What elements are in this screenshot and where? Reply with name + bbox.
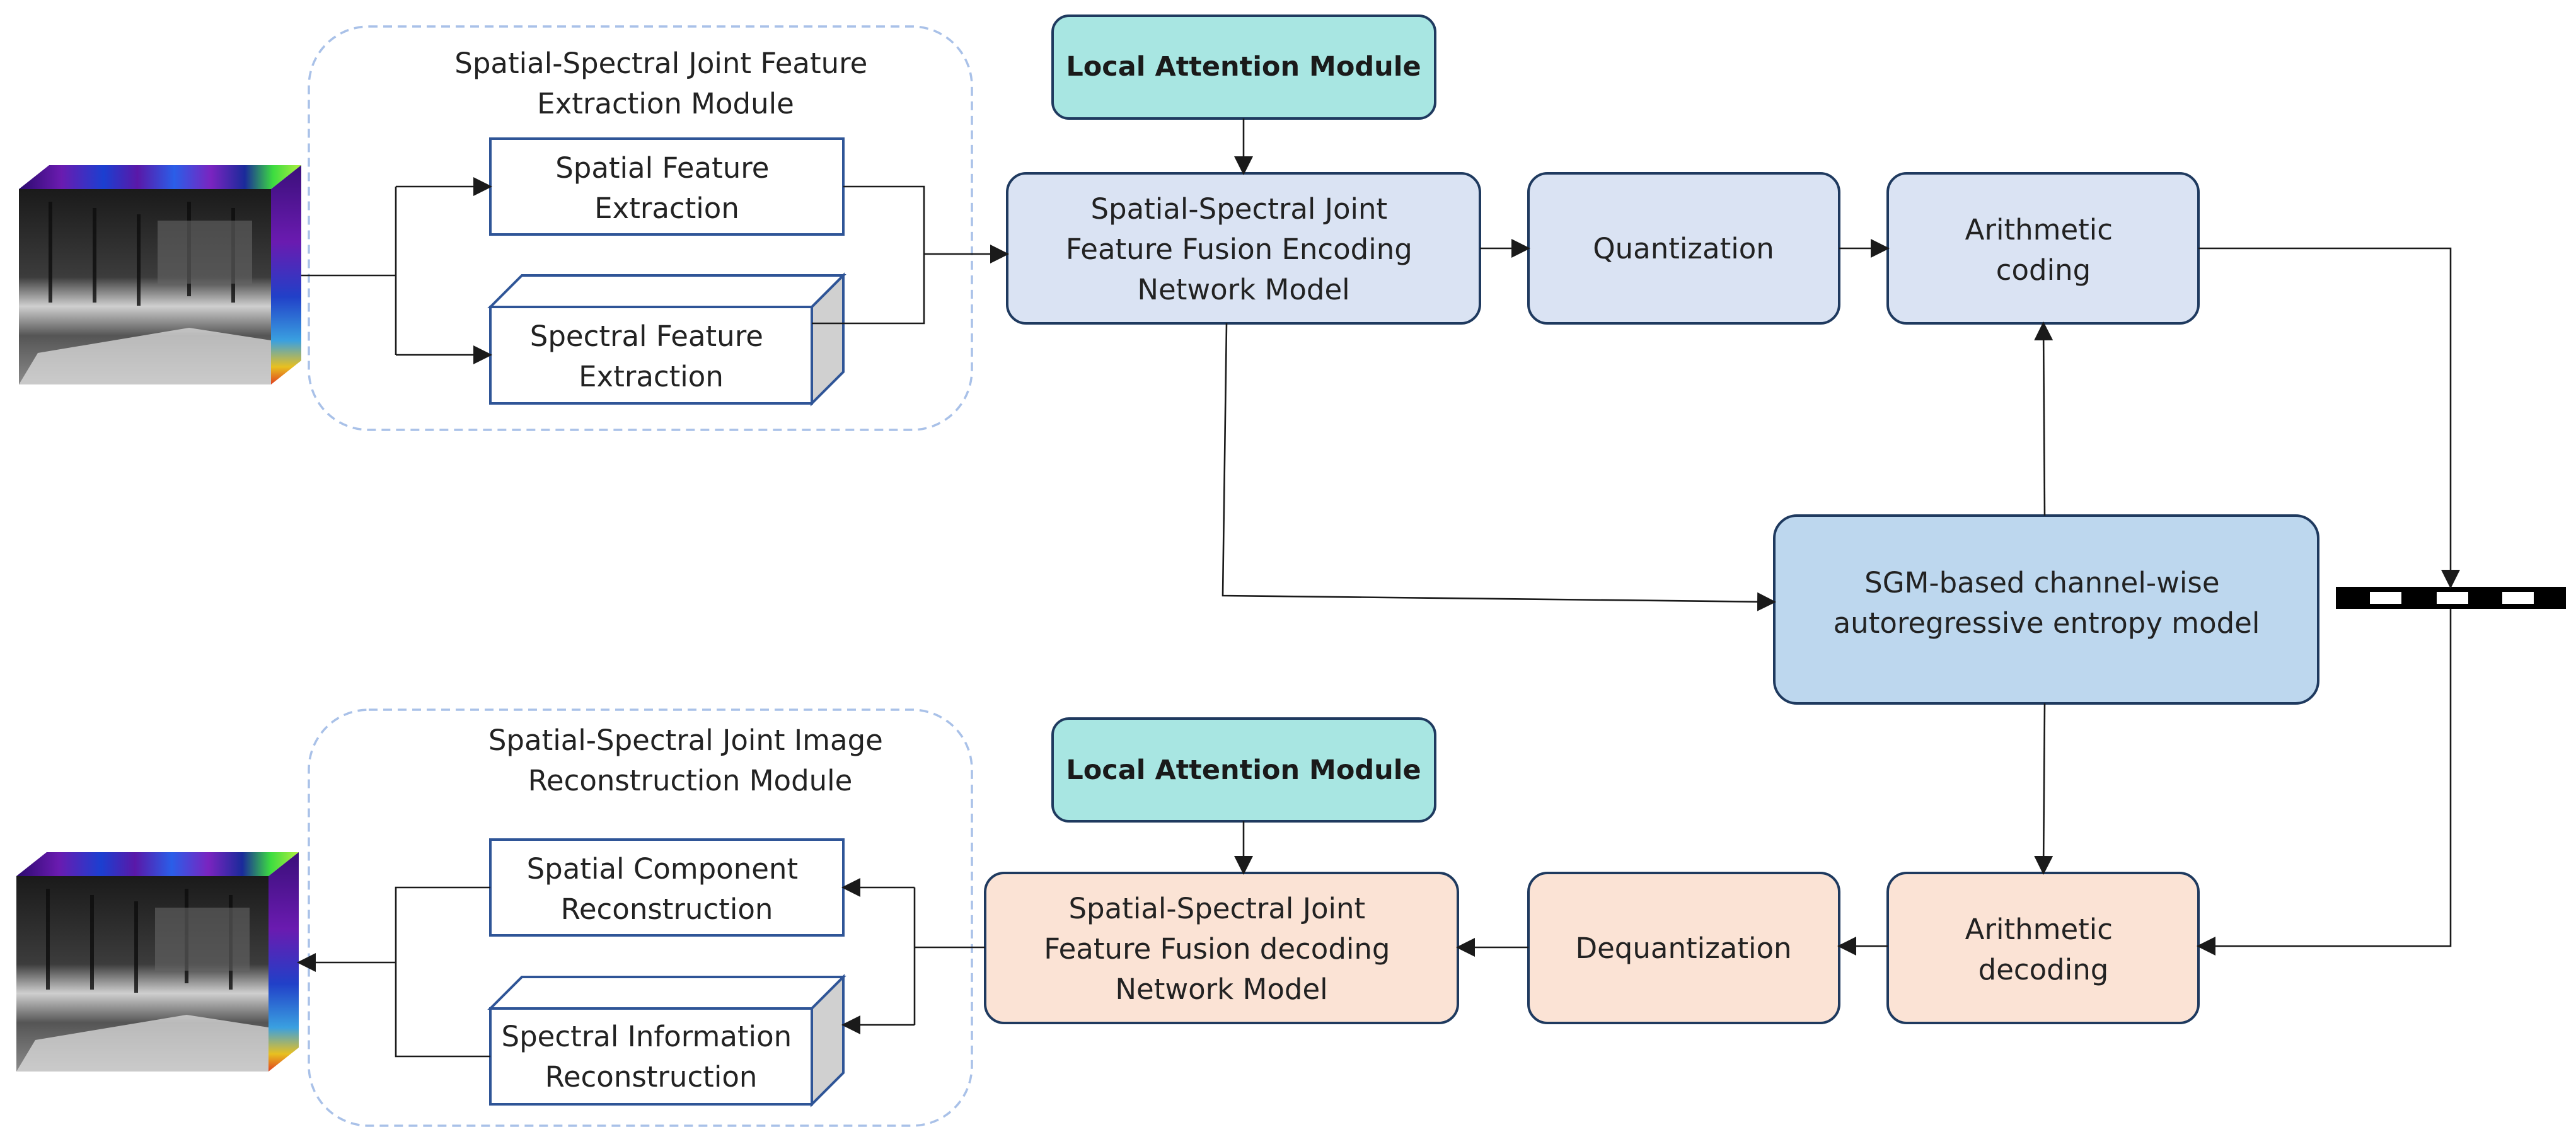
spatial-component-reconstruction-box bbox=[489, 838, 845, 937]
svg-text:Spatial Component Reconstr: Spatial Component Reconstruction bbox=[527, 852, 807, 926]
svg-text:Quantization: Quantization bbox=[1593, 232, 1774, 265]
svg-text:Local Attention Module: Local Attention Module bbox=[1066, 754, 1421, 786]
image-reconstruction-module bbox=[308, 708, 973, 1127]
spectral-feature-extraction-box bbox=[487, 272, 846, 407]
svg-text:SGM-based channel-wise aut: SGM-based channel-wise autoregressive en… bbox=[1834, 566, 2260, 640]
svg-text:Spectral Feature Extractio: Spectral Feature Extraction bbox=[530, 320, 772, 393]
spectral-information-reconstruction-box bbox=[487, 974, 846, 1107]
feature-module-title: Spatial-Spectral Joint Feature Extractio… bbox=[454, 47, 876, 120]
svg-text:Arithmetic decoding: Arithmetic decoding bbox=[1965, 913, 2122, 986]
svg-text:Spatial-Spectral Joint Fea: Spatial-Spectral Joint Feature Fusion de… bbox=[1044, 892, 1399, 1006]
svg-text:Spatial-Spectral Joint Fea: Spatial-Spectral Joint Feature Fusion En… bbox=[1066, 192, 1421, 306]
svg-text:Spatial Feature Extraction: Spatial Feature Extraction bbox=[555, 151, 778, 225]
arithmetic-coding-box bbox=[1886, 172, 2200, 325]
input-hyperspectral-image bbox=[19, 165, 301, 384]
svg-text:Local Attention Module: Local Attention Module bbox=[1066, 51, 1421, 83]
arithmetic-decoding-box bbox=[1886, 872, 2200, 1024]
reconstruction-module-title: Spatial-Spectral Joint Image Reconstruct… bbox=[488, 724, 892, 797]
reconstructed-hyperspectral-image bbox=[16, 852, 299, 1072]
bitstream-bar bbox=[2336, 587, 2566, 609]
svg-text:Dequantization: Dequantization bbox=[1575, 932, 1791, 965]
connectors bbox=[297, 118, 2460, 1058]
svg-text:Spectral Information Recon: Spectral Information Reconstruction bbox=[502, 1020, 801, 1094]
svg-text:Arithmetic coding: Arithmetic coding bbox=[1965, 213, 2122, 287]
